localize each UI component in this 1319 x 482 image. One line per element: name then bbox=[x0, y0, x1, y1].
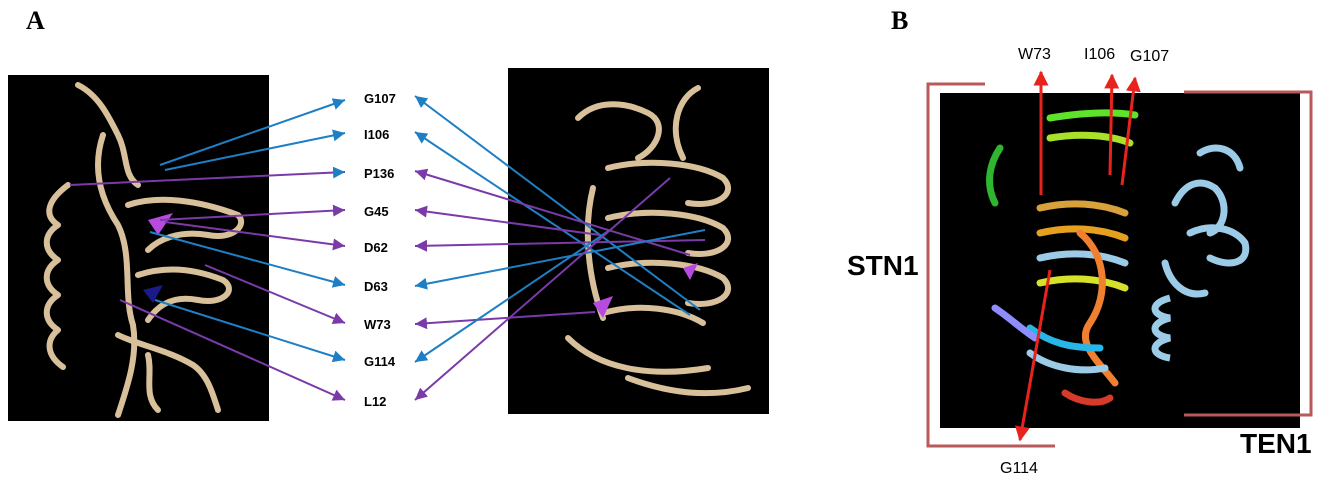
arrow-left-g45 bbox=[160, 210, 345, 220]
arrow-left-w73 bbox=[205, 265, 345, 323]
arrow-left-g107 bbox=[160, 100, 345, 165]
ten1-bracket bbox=[1184, 92, 1311, 415]
arrow-left-i106 bbox=[165, 133, 345, 170]
arrow-right-l12 bbox=[415, 178, 670, 400]
arrow-right-g114 bbox=[415, 230, 610, 362]
red-arrow-g107 bbox=[1122, 78, 1135, 185]
arrow-right-i106 bbox=[415, 132, 690, 315]
arrow-left-d63 bbox=[150, 232, 345, 285]
arrow-left-p136 bbox=[70, 172, 345, 185]
arrow-right-d62 bbox=[415, 240, 705, 246]
arrow-left-g114 bbox=[155, 300, 345, 360]
red-arrow-i106 bbox=[1110, 75, 1112, 175]
arrow-right-d63 bbox=[415, 230, 705, 286]
red-arrow-g114 bbox=[1020, 270, 1050, 440]
stn1-bracket bbox=[928, 84, 1055, 446]
